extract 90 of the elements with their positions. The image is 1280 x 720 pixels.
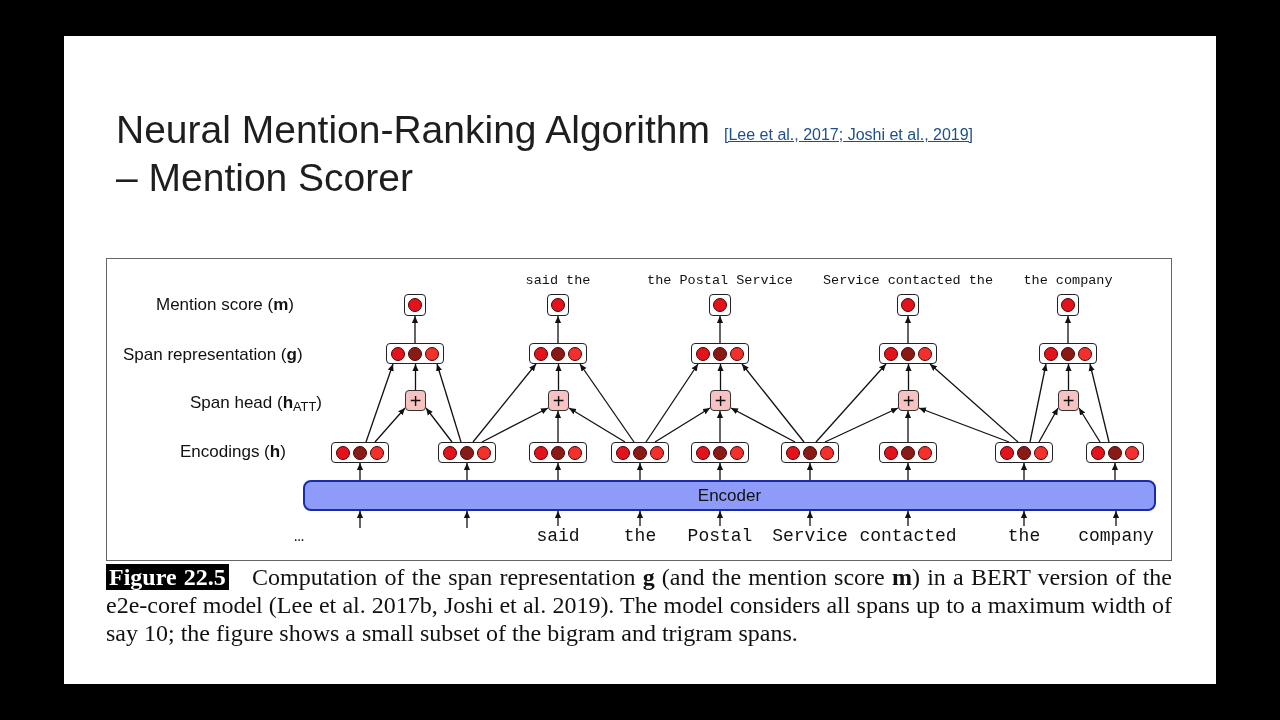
arrow: [905, 363, 912, 391]
arrow: [425, 407, 453, 443]
span-text: the Postal Service: [647, 273, 793, 289]
vector-box: [691, 343, 749, 364]
arrow: [904, 510, 912, 527]
arrow: [636, 462, 644, 481]
arrow: [806, 510, 814, 527]
arrow: [636, 510, 644, 527]
arrow: [904, 315, 912, 344]
vector-box: [386, 343, 444, 364]
arrow: [554, 510, 562, 527]
input-word: the: [1007, 526, 1041, 547]
arrow: [904, 410, 912, 443]
arrow: [554, 315, 562, 344]
vector-box: [529, 442, 587, 463]
arrow: [1020, 510, 1028, 527]
span-text: the company: [1023, 273, 1113, 289]
input-word: contacted: [859, 526, 957, 547]
arrow: [1065, 363, 1072, 391]
arrow: [716, 315, 724, 344]
arrow: [904, 462, 912, 481]
vector-box: [1086, 442, 1144, 463]
arrow: [411, 315, 419, 344]
vector-box: [879, 343, 937, 364]
arrow: [929, 363, 1019, 443]
arrow: [716, 462, 724, 481]
figure-caption: Figure 22.5 Computation of the span representation g (and the mention score m) in a BERT version of the e2e-coref model (Lee et al. 2017b, Joshi et al. 2019). The model considers all spans up to a maximum width of say 10; the figure shows a small subset of the bigram and trigram spans.: [106, 563, 1172, 647]
arrow: [554, 462, 562, 481]
input-word: said: [536, 526, 580, 547]
vector-box: [995, 442, 1053, 463]
arrow: [1029, 363, 1048, 443]
vector-box: [879, 442, 937, 463]
arrow: [436, 363, 462, 443]
arrow: [356, 510, 364, 529]
vector-box: [691, 442, 749, 463]
row-label: Span head (h$_{ATT}$): [190, 393, 322, 413]
arrow: [1111, 462, 1119, 481]
arrow: [365, 363, 394, 443]
arrow: [654, 407, 711, 443]
arrow: [374, 407, 406, 443]
ellipsis-text: …: [294, 526, 305, 547]
input-word: company: [1078, 526, 1154, 547]
arrow: [1088, 363, 1110, 443]
arrow: [645, 363, 699, 443]
plus-box: +: [710, 390, 731, 411]
vector-box: [781, 442, 839, 463]
arrow: [579, 363, 635, 443]
arrow: [554, 410, 562, 443]
arrow: [741, 363, 805, 443]
vector-box: [611, 442, 669, 463]
arrow: [481, 407, 549, 443]
vector-box: [1039, 343, 1097, 364]
arrow: [1112, 510, 1120, 527]
arrow: [555, 363, 562, 391]
slide-title: Neural Mention-Ranking Algorithm – Mention Scorer: [116, 107, 711, 201]
arrow: [1078, 407, 1101, 443]
arrow: [1038, 407, 1059, 443]
arrow: [824, 407, 899, 443]
plus-box: +: [405, 390, 426, 411]
vector-box: [529, 343, 587, 364]
input-word: Service: [772, 526, 848, 547]
input-word: the: [623, 526, 657, 547]
vector-box: [438, 442, 496, 463]
arrow: [412, 363, 419, 391]
citation-link: [Lee et al., 2017; Joshi et al., 2019]: [724, 125, 974, 145]
row-label: Span representation (g): [123, 345, 303, 365]
arrow: [717, 363, 724, 391]
span-text: Service contacted the: [822, 273, 994, 289]
vector-box: [331, 442, 389, 463]
arrow: [463, 462, 471, 481]
arrow: [1064, 315, 1072, 344]
arrow: [815, 363, 887, 443]
arrow: [730, 407, 796, 443]
arrow: [716, 510, 724, 527]
arrow: [568, 407, 626, 443]
arrow: [356, 462, 364, 481]
arrow: [806, 462, 814, 481]
arrow: [716, 410, 724, 443]
row-label: Mention score (m): [156, 295, 294, 315]
arrow: [472, 363, 537, 443]
arrow: [463, 510, 471, 529]
arrow: [918, 407, 1010, 443]
plus-box: +: [548, 390, 569, 411]
encoder-bar: Encoder: [303, 480, 1156, 511]
row-label: Encodings (h): [180, 442, 286, 462]
plus-box: +: [898, 390, 919, 411]
span-text: said the: [525, 273, 591, 289]
input-word: Postal: [687, 526, 753, 547]
plus-box: +: [1058, 390, 1079, 411]
arrow: [1020, 462, 1028, 481]
